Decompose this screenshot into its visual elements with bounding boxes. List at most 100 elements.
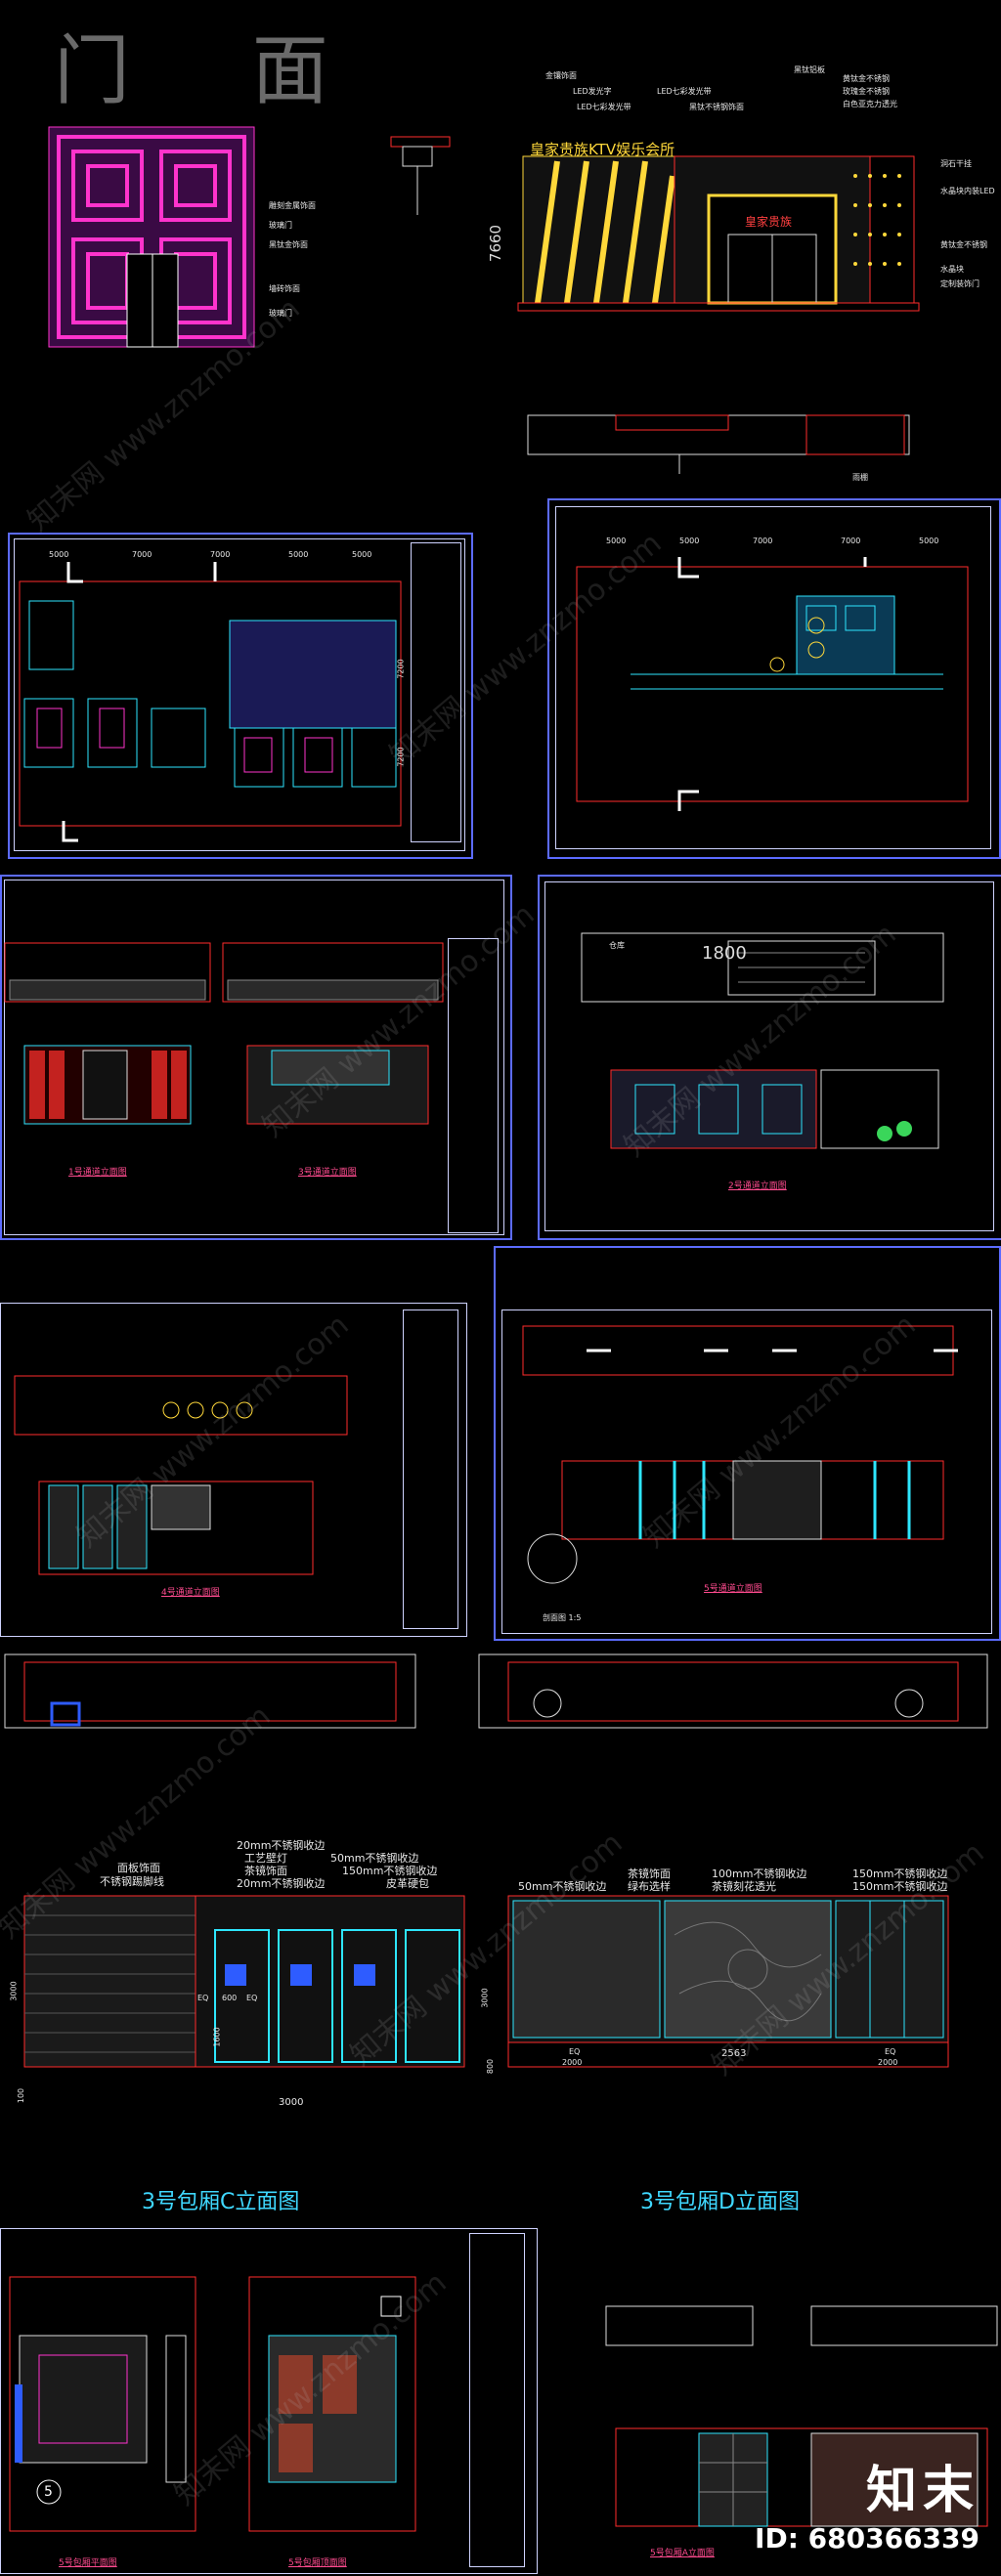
- corridor-2-inner: [544, 881, 994, 1231]
- corridor-2-caption: 2号通道立面图: [728, 1181, 787, 1191]
- facade-label: 雕刻金属饰面: [269, 201, 316, 210]
- corridor-13-frame: [0, 875, 512, 1240]
- floor-plan-right: [576, 557, 969, 811]
- plan-dim: 5000: [288, 550, 309, 559]
- plan-dim: 5000: [679, 537, 700, 545]
- corridor-13-inner: [4, 880, 504, 1235]
- facade-right-label: 水晶块内装LED: [940, 187, 995, 195]
- floor-plan-right-frame: [547, 498, 1001, 859]
- ceiling-strip-left: [4, 1653, 416, 1729]
- brand-logo: 知末: [865, 2462, 979, 2520]
- facade-top-label: 玫瑰金不锈钢: [843, 87, 890, 96]
- d-label: 100mm不锈钢收边: [712, 1868, 807, 1880]
- facade-top-label: 黑钛不锈钢饰面: [689, 103, 744, 111]
- d-dim: 2000: [562, 2058, 583, 2067]
- corridor-4-elevation: [14, 1375, 348, 1575]
- plan-dim: 7000: [132, 550, 152, 559]
- facade-top-label: 白色亚克力透光: [843, 100, 897, 108]
- d-label: 茶镜饰面: [628, 1868, 671, 1880]
- c-dim: 3000: [9, 1981, 19, 2001]
- plan-dim: 5000: [49, 550, 69, 559]
- lattice-pattern: [48, 126, 255, 348]
- c-dim: 600: [222, 1994, 238, 2002]
- floor-plan-left-inner: [14, 538, 465, 851]
- facade-top-label: 黑钛铝板: [794, 65, 825, 74]
- corridor-4-frame: [0, 1303, 467, 1637]
- d-dim: 2000: [878, 2058, 898, 2067]
- plan-dim: 5000: [352, 550, 372, 559]
- corridor-4-caption: 4号通道立面图: [161, 1588, 220, 1598]
- section-detail: [390, 136, 451, 215]
- d-dim: 3000: [480, 1988, 490, 2008]
- c-label: 150mm不锈钢收边: [342, 1865, 438, 1877]
- c-label: 20mm不锈钢收边: [237, 1839, 326, 1852]
- d-dim: EQ: [569, 2047, 581, 2056]
- dim-1800: 1800: [702, 943, 747, 964]
- facade-height-dim: 7660: [487, 224, 505, 263]
- storefront-drawing: [517, 155, 920, 312]
- d-label: 150mm不锈钢收边: [852, 1868, 948, 1880]
- facade-label: 玻璃门: [269, 309, 292, 318]
- corridor-3-elevation: [222, 942, 444, 1125]
- title-block: [411, 542, 461, 842]
- storage-label: 仓库: [609, 941, 625, 950]
- facade-top-label: 金镶饰面: [545, 71, 577, 80]
- room3-c-caption: 3号包厢C立面图: [142, 2190, 300, 2214]
- corridor-5-frame: [494, 1246, 1001, 1641]
- room5-frame: [0, 2228, 538, 2574]
- d-dim: 2563: [721, 2048, 747, 2059]
- d-dim: 800: [486, 2058, 496, 2075]
- d-label: 茶镜刻花透光: [712, 1880, 776, 1893]
- plan-dim: 5000: [606, 537, 627, 545]
- title-block: [403, 1309, 458, 1629]
- storefront-elevation: 皇家贵族KTV娱乐会所 皇家贵族: [517, 88, 920, 342]
- corridor-5-inner: [501, 1309, 992, 1634]
- page-title: 门 面: [54, 27, 377, 115]
- room3-d-caption: 3号包厢D立面图: [640, 2190, 800, 2214]
- c-label: 茶镜饰面: [244, 1865, 287, 1877]
- c-dim: 100: [17, 2087, 26, 2104]
- c-label: 皮革硬包: [386, 1877, 429, 1890]
- facade-label: 玻璃门: [269, 221, 292, 230]
- c-label: 工艺壁灯: [244, 1852, 287, 1865]
- corridor-1-caption: 1号通道立面图: [68, 1168, 127, 1178]
- room5-plan: [9, 2276, 196, 2532]
- plan-dim: 7000: [841, 537, 861, 545]
- plan-dim: 5000: [919, 537, 939, 545]
- facade-top-label: 黄钛金不锈钢: [843, 74, 890, 83]
- sign-text: 皇家贵族KTV娱乐会所: [530, 141, 675, 158]
- c-dim: EQ: [197, 1994, 209, 2002]
- d-label: 150mm不锈钢收边: [852, 1880, 948, 1893]
- corridor-1-elevation: [4, 942, 211, 1125]
- room5-a-elevation: [605, 2305, 998, 2527]
- brand-id: ID: 680366339: [755, 2522, 979, 2555]
- canopy-label: 雨棚: [852, 473, 868, 482]
- floor-plan-left: [19, 562, 402, 842]
- room3-d-elevation: [507, 1895, 949, 2068]
- facade-label: 黑钛金饰面: [269, 240, 308, 249]
- d-dim: EQ: [885, 2047, 896, 2056]
- plan-dim: 7000: [753, 537, 773, 545]
- corridor-3-caption: 3号通道立面图: [298, 1168, 357, 1178]
- facade-top-label: LED发光字: [573, 87, 612, 96]
- c-label: 50mm不锈钢收边: [330, 1852, 419, 1865]
- facade-right-label: 定制装饰门: [940, 279, 979, 288]
- title-block: [469, 2233, 525, 2567]
- title-block: [448, 938, 499, 1233]
- facade-right-label: 黄钛金不锈钢: [940, 240, 987, 249]
- room3-c-elevation: [23, 1895, 465, 2068]
- corridor-2-frame: [538, 875, 1001, 1240]
- ceiling-strip-right: [478, 1653, 988, 1729]
- room5-ceiling: [248, 2276, 416, 2532]
- d-label: 绿布选样: [628, 1880, 671, 1893]
- c-label: 不锈钢踢脚线: [100, 1875, 164, 1888]
- facade-pattern-elevation: [48, 126, 255, 348]
- floor-plan-left-frame: [8, 533, 473, 859]
- c-dim: EQ: [246, 1994, 258, 2002]
- facade-right-label: 水晶块: [940, 265, 964, 274]
- facade-top-label: LED七彩发光带: [657, 87, 712, 96]
- room5-plan-caption: 5号包厢平面图: [59, 2558, 117, 2568]
- facade-right-label: 洞石干挂: [940, 159, 972, 168]
- plan-dim: 7000: [210, 550, 231, 559]
- corridor-5-elevation: [522, 1325, 958, 1584]
